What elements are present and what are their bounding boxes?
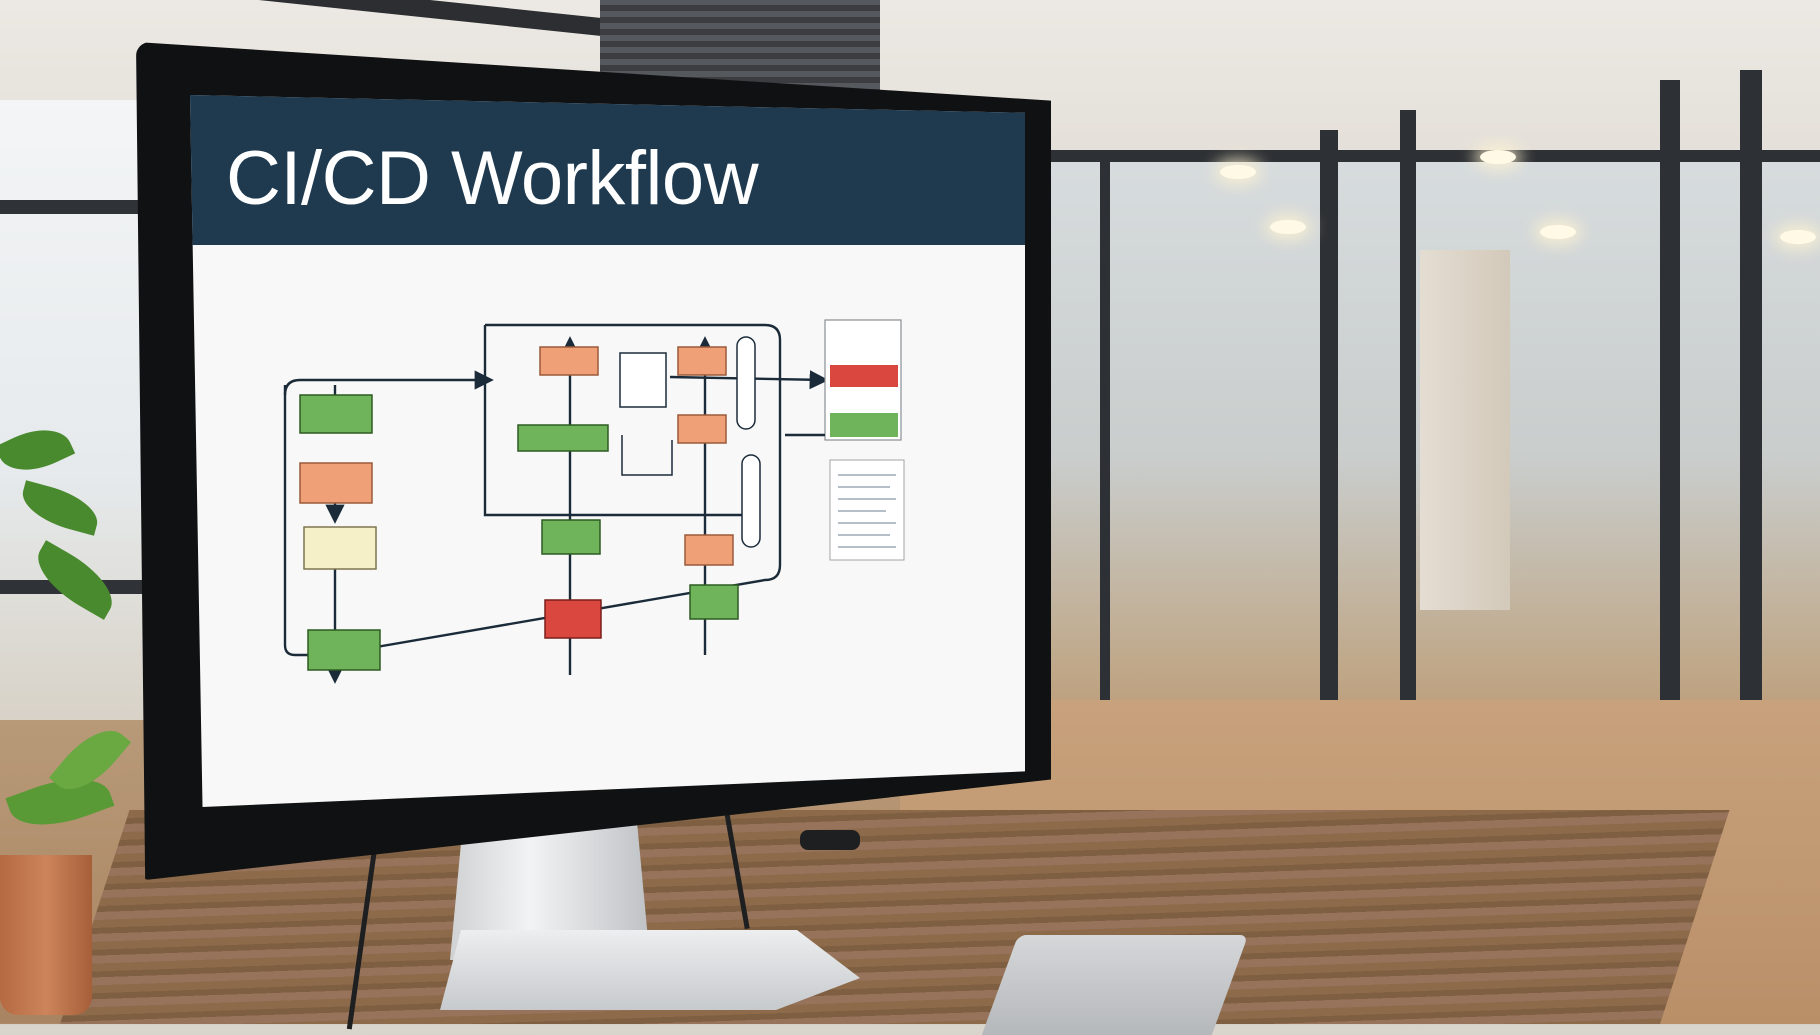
box-orange-5: [684, 534, 734, 566]
workflow-diagram: [283, 319, 905, 684]
box-orange-2: [539, 346, 599, 376]
outer-loop: [283, 385, 320, 657]
status-passed-bar: [830, 413, 898, 437]
monitor-stand-base: [440, 930, 860, 1010]
left-window: [0, 100, 150, 720]
glass-frame: [1020, 150, 1820, 162]
pill-2: [741, 454, 761, 548]
ceiling-light: [1540, 225, 1576, 239]
box-empty-2: [621, 435, 673, 476]
box-orange-3: [677, 346, 727, 376]
ceiling-light: [1270, 220, 1306, 234]
inner-frame-top: [329, 323, 782, 657]
box-orange-4: [677, 414, 727, 444]
ceiling-light: [1480, 150, 1516, 164]
laptop: [981, 935, 1249, 1035]
window-frame: [0, 200, 150, 214]
slide-title: CI/CD Workflow: [226, 136, 759, 221]
monitor-screen: CI/CD Workflow: [190, 95, 1025, 807]
glass-frame: [1320, 130, 1338, 780]
pillar: [1420, 250, 1510, 610]
inner-frame: [483, 325, 755, 517]
log-lines: [838, 474, 896, 548]
box-green-5: [689, 584, 739, 620]
log-panel: [829, 459, 905, 561]
glass-frame: [1400, 110, 1416, 810]
pill-1: [736, 336, 756, 430]
ceiling-light: [1780, 230, 1816, 244]
box-cream-1: [303, 526, 377, 570]
potted-plant-icon: [0, 855, 92, 1015]
box-green-3: [517, 424, 609, 452]
box-orange-1: [299, 462, 373, 504]
glass-frame: [1740, 70, 1762, 860]
ceiling-light: [1220, 165, 1256, 179]
cable-plug: [800, 830, 860, 850]
box-green-1: [299, 394, 373, 434]
box-green-4: [541, 519, 601, 555]
box-empty-1: [619, 352, 667, 408]
glass-frame: [1660, 80, 1680, 840]
box-red-1: [544, 599, 602, 639]
status-failed-bar: [830, 365, 898, 387]
box-green-2: [307, 629, 381, 671]
outer-loop-top: [283, 370, 494, 396]
glass-frame: [1100, 160, 1110, 750]
slide-title-bar: CI/CD Workflow: [190, 95, 1025, 245]
